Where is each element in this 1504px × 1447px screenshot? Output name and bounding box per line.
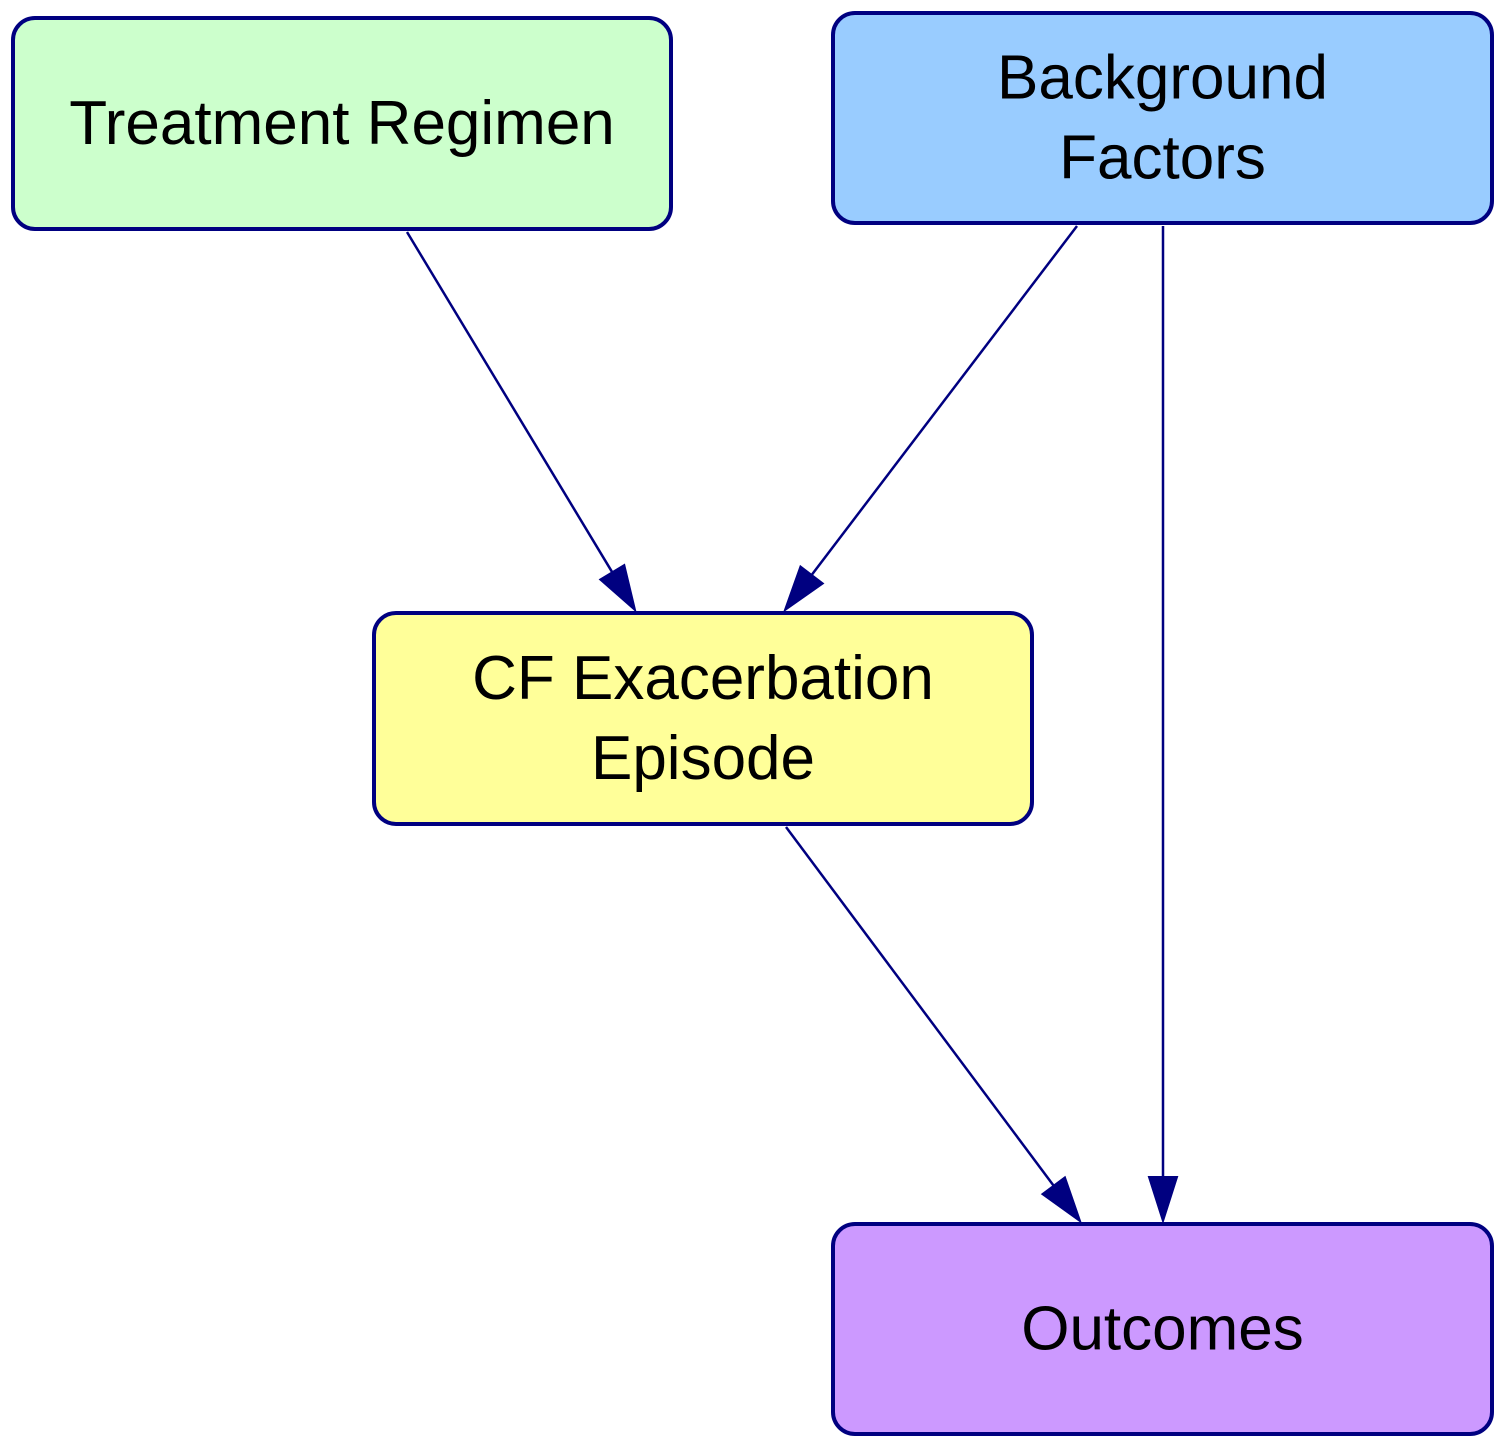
node-label: Treatment Regimen [69, 89, 615, 158]
node-label: Factors [1059, 124, 1266, 193]
arrowhead [598, 563, 637, 613]
edge-line [810, 225, 1078, 576]
edge-line [405, 231, 614, 573]
edge-background-to-outcomes [1147, 226, 1179, 1225]
edges-layer [405, 225, 1179, 1225]
node-outcomes: Outcomes [831, 1222, 1494, 1436]
node-label: Episode [591, 724, 815, 793]
node-box [11, 16, 673, 231]
node-label: Outcomes [1021, 1295, 1304, 1364]
node-label: Background [997, 44, 1328, 113]
arrowhead [1040, 1175, 1082, 1224]
node-box [831, 1222, 1494, 1436]
arrowhead [1147, 1176, 1179, 1225]
node-treatment: Treatment Regimen [11, 16, 673, 231]
edge-background-to-episode [783, 225, 1078, 613]
edge-episode-to-outcomes [784, 826, 1082, 1224]
node-box [831, 11, 1494, 225]
node-box [372, 611, 1034, 826]
node-label: CF Exacerbation [472, 644, 934, 713]
edge-line [784, 826, 1055, 1187]
arrowhead [783, 564, 825, 613]
edge-treatment-to-episode [405, 231, 637, 613]
